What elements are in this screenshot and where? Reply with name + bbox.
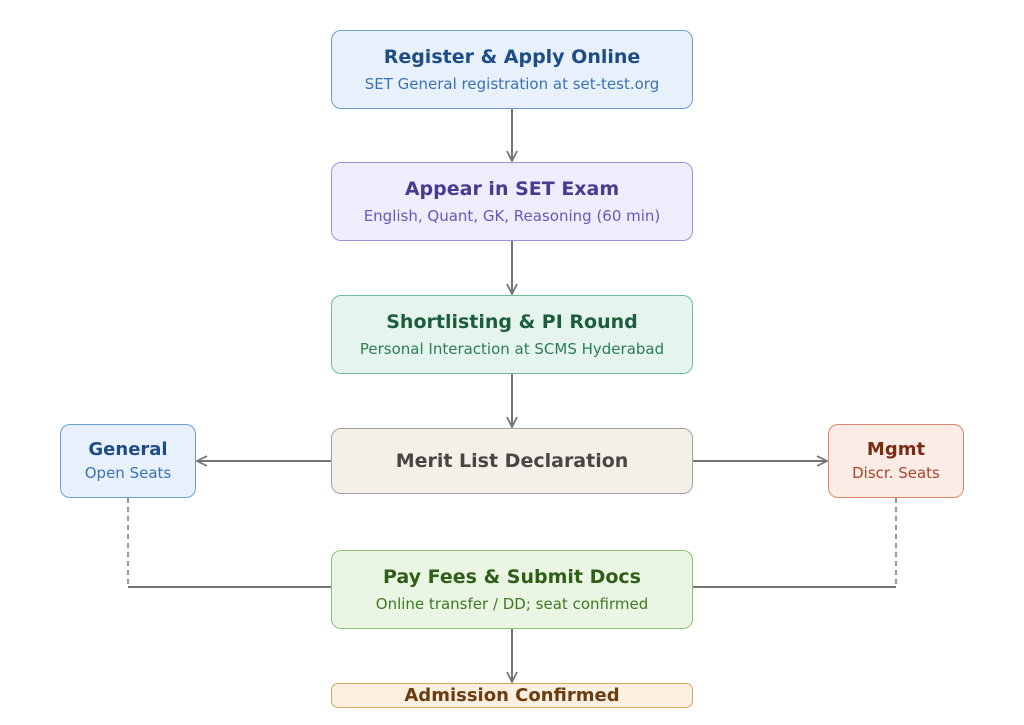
- register-node: Register & Apply Online SET General regi…: [331, 30, 693, 109]
- merit-list-node: Merit List Declaration: [331, 428, 693, 494]
- register-subtitle: SET General registration at set-test.org: [364, 75, 660, 93]
- mgmt-seats-node: Mgmt Discr. Seats: [828, 424, 964, 498]
- admission-confirmed-node: Admission Confirmed: [331, 683, 693, 708]
- general-subtitle: Open Seats: [84, 464, 172, 482]
- general-seats-node: General Open Seats: [60, 424, 196, 498]
- register-title: Register & Apply Online: [383, 46, 641, 68]
- pi-round-subtitle: Personal Interaction at SCMS Hyderabad: [359, 340, 665, 358]
- general-title: General: [88, 439, 168, 460]
- pi-round-node: Shortlisting & PI Round Personal Interac…: [331, 295, 693, 374]
- admission-confirmed-title: Admission Confirmed: [404, 684, 620, 706]
- exam-node: Appear in SET Exam English, Quant, GK, R…: [331, 162, 693, 241]
- pay-fees-node: Pay Fees & Submit Docs Online transfer /…: [331, 550, 693, 629]
- merit-list-title: Merit List Declaration: [395, 450, 629, 472]
- pi-round-title: Shortlisting & PI Round: [386, 311, 638, 333]
- pay-fees-title: Pay Fees & Submit Docs: [383, 566, 641, 588]
- mgmt-subtitle: Discr. Seats: [852, 464, 940, 482]
- pay-fees-subtitle: Online transfer / DD; seat confirmed: [375, 595, 649, 613]
- exam-title: Appear in SET Exam: [404, 178, 620, 200]
- exam-subtitle: English, Quant, GK, Reasoning (60 min): [363, 207, 661, 225]
- mgmt-title: Mgmt: [866, 439, 926, 460]
